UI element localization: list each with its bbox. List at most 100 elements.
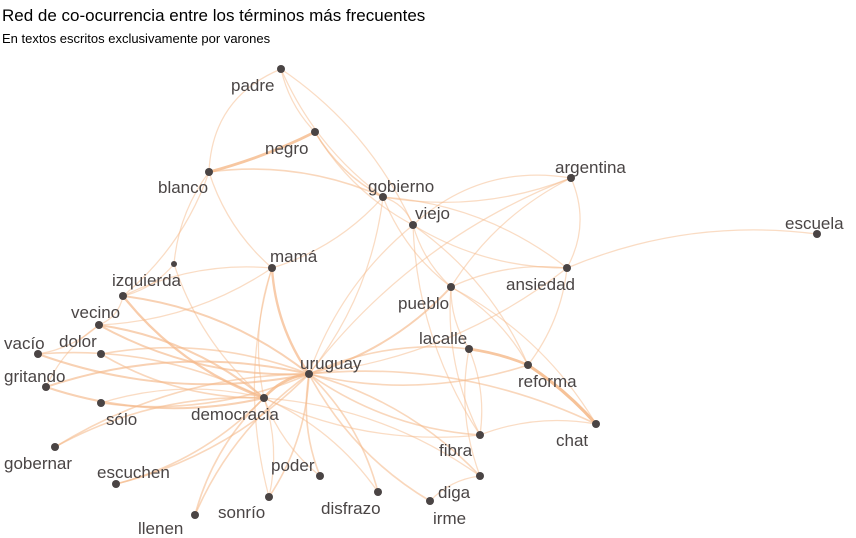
nodes-layer — [34, 65, 821, 519]
edge-vecino-gritando — [45, 324, 100, 388]
edge-blanco-gobierno — [208, 168, 384, 198]
node-label-argentina: argentina — [555, 158, 626, 177]
node-label-escuela: escuela — [785, 214, 844, 233]
node-label-vacio: vacío — [4, 334, 45, 353]
node-escuchen — [112, 480, 120, 488]
node-blanco — [205, 168, 213, 176]
edge-padre-viejo — [280, 68, 414, 226]
edge-negro-viejo — [314, 131, 414, 226]
node-irme — [426, 497, 434, 505]
node-reforma — [524, 361, 532, 369]
node-disfrazo — [374, 488, 382, 496]
node-label-escuchen: escuchen — [97, 463, 170, 482]
labels-layer: padre negro blanco gobierno viejo argentina es… — [4, 76, 844, 538]
edge-democracia-poder — [263, 397, 321, 477]
node-diga — [476, 472, 484, 480]
node-label-gobierno: gobierno — [368, 177, 434, 196]
edge-democracia-sonrio — [263, 397, 275, 498]
edge-uruguay-llenen — [194, 373, 310, 516]
edge-padre-gobierno — [280, 68, 384, 198]
edge-pueblo-chat — [450, 286, 597, 425]
node-negro — [311, 128, 319, 136]
node-label-diga: diga — [438, 483, 471, 502]
node-label-pueblo: pueblo — [398, 294, 449, 313]
node-label-reforma: reforma — [518, 372, 577, 391]
node-label-lacalle: lacalle — [419, 329, 467, 348]
edge-uruguay-diga — [308, 373, 481, 477]
edge-democracia-disfrazo — [263, 397, 379, 493]
node-izquierda — [119, 292, 127, 300]
node-ansiedad — [563, 264, 571, 272]
edge-uruguay-sonrio — [268, 373, 310, 498]
edge-uruguay-izquierda — [122, 295, 310, 375]
node-argentina — [567, 174, 575, 182]
edge-uruguay-argentina — [308, 177, 572, 375]
edge-argentina-pueblo — [450, 177, 572, 288]
edge-uruguay-lacalle — [308, 346, 470, 375]
node-label-democracia: democracia — [191, 405, 279, 424]
node-label-ansiedad: ansiedad — [506, 275, 575, 294]
node-label-padre: padre — [231, 76, 274, 95]
node-label-mama: mamá — [270, 247, 318, 266]
edge-uruguay-fibra — [308, 373, 481, 436]
node-fibra — [476, 431, 484, 439]
edge-uruguay-gobierno — [308, 196, 384, 375]
node-label-izquierda: izquierda — [112, 271, 182, 290]
node-label-vecino: vecino — [71, 303, 120, 322]
edge-unlabeled-democracia — [173, 263, 265, 399]
edge-blanco-padre — [208, 68, 282, 173]
node-chat — [592, 420, 600, 428]
node-dolor — [97, 350, 105, 358]
node-democracia — [260, 394, 268, 402]
edge-reforma-chat — [526, 363, 598, 426]
node-label-gritando: gritando — [4, 367, 65, 386]
edge-uruguay-gritando — [45, 360, 310, 388]
chart-subtitle: En textos escritos exclusivamente por va… — [2, 31, 271, 46]
node-padre — [277, 65, 285, 73]
node-label-irme: irme — [433, 509, 466, 528]
node-gobernar — [51, 443, 59, 451]
edge-blanco-mama — [208, 171, 273, 269]
node-escuela — [813, 230, 821, 238]
node-sonrio — [265, 493, 273, 501]
edge-democracia-escuchen — [115, 397, 265, 485]
edge-pueblo-reforma — [450, 286, 529, 366]
edge-uruguay-dolor — [100, 346, 310, 375]
edge-uruguay-gobernar — [54, 373, 310, 448]
node-pueblo — [447, 283, 455, 291]
edge-negro-padre — [280, 68, 316, 133]
node-label-fibra: fibra — [439, 441, 473, 460]
edge-viejo-pueblo — [412, 224, 452, 288]
node-label-negro: negro — [265, 139, 308, 158]
edge-democracia-diga — [263, 397, 481, 477]
edge-argentina-ansiedad — [566, 177, 581, 269]
node-poder — [316, 472, 324, 480]
edge-unlabeled-blanco — [173, 171, 210, 265]
node-label-sonrio: sonrío — [218, 503, 265, 522]
node-label-chat: chat — [556, 431, 588, 450]
edge-ansiedad-reforma — [527, 267, 568, 366]
edge-democracia-gobernar — [54, 396, 265, 448]
edge-uruguay-pueblo — [308, 286, 452, 375]
edge-fibra-chat — [479, 419, 597, 436]
edge-uruguay-mama — [270, 266, 311, 376]
edge-ansiedad-pueblo — [450, 266, 568, 288]
node-label-blanco: blanco — [158, 178, 208, 197]
edge-negro-blanco — [207, 130, 317, 174]
edge-mama-vecino — [98, 267, 273, 326]
node-label-llenen: llenen — [138, 519, 183, 538]
node-label-viejo: viejo — [415, 204, 450, 223]
edge-uruguay-vacio — [37, 353, 310, 386]
node-unlabeled — [171, 261, 177, 267]
node-llenen — [191, 511, 199, 519]
edge-gobierno-pueblo — [382, 196, 452, 288]
node-vacio — [34, 350, 42, 358]
node-label-poder: poder — [271, 456, 315, 475]
node-solo — [97, 399, 105, 407]
node-label-gobernar: gobernar — [4, 454, 72, 473]
edge-mama-izquierda — [122, 266, 273, 297]
edge-uruguay-ansiedad — [308, 267, 568, 375]
edge-uruguay-reforma — [308, 364, 529, 386]
edge-democracia-mama — [257, 267, 273, 399]
